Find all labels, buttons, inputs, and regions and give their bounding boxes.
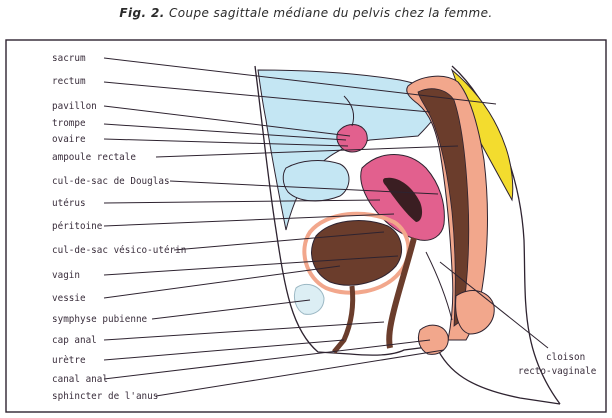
- ampoule-rectale: [456, 291, 495, 334]
- label-rectum: rectum: [52, 76, 86, 87]
- leader-uretre: [104, 340, 344, 360]
- leader-sphincter: [156, 350, 444, 396]
- label-recto-vaginale: recto-vaginale: [518, 366, 597, 377]
- labels-left: sacrum rectum pavillon trompe ovaire amp…: [52, 53, 186, 402]
- label-canal-anal: canal anal: [52, 374, 108, 385]
- label-ovaire: ovaire: [52, 134, 86, 145]
- ovary: [337, 125, 367, 153]
- label-sacrum: sacrum: [52, 53, 86, 64]
- recto-vaginal-septum: [426, 252, 452, 320]
- label-cloison: cloison: [546, 352, 585, 363]
- leader-uterus: [104, 200, 380, 203]
- label-peritoine: péritoine: [52, 221, 103, 232]
- label-uretre: urètre: [52, 355, 86, 366]
- label-sphincter-anus: sphincter de l'anus: [52, 391, 158, 402]
- leader-symphyse: [152, 300, 310, 319]
- labels-right: cloison recto-vaginale: [518, 352, 597, 377]
- bladder: [312, 221, 402, 286]
- label-cul-de-sac-douglas: cul-de-sac de Douglas: [52, 176, 170, 187]
- label-cap-anal: cap anal: [52, 335, 97, 346]
- label-uterus: utérus: [52, 198, 86, 209]
- pubic-symphysis: [294, 284, 324, 314]
- label-ampoule-rectale: ampoule rectale: [52, 152, 136, 163]
- label-pavillon: pavillon: [52, 101, 97, 112]
- label-cul-de-sac-vesico-uterin: cul-de-sac vésico-utérin: [52, 245, 186, 256]
- urethra-shape: [334, 286, 353, 352]
- label-symphyse-pubienne: symphyse pubienne: [52, 314, 148, 325]
- anatomy-illustration: [255, 66, 560, 404]
- label-trompe: trompe: [52, 118, 86, 129]
- label-vagin: vagin: [52, 270, 80, 281]
- leader-canal-anal: [104, 340, 430, 379]
- peritoneal-fold: [283, 161, 349, 201]
- label-vessie: vessie: [52, 293, 86, 304]
